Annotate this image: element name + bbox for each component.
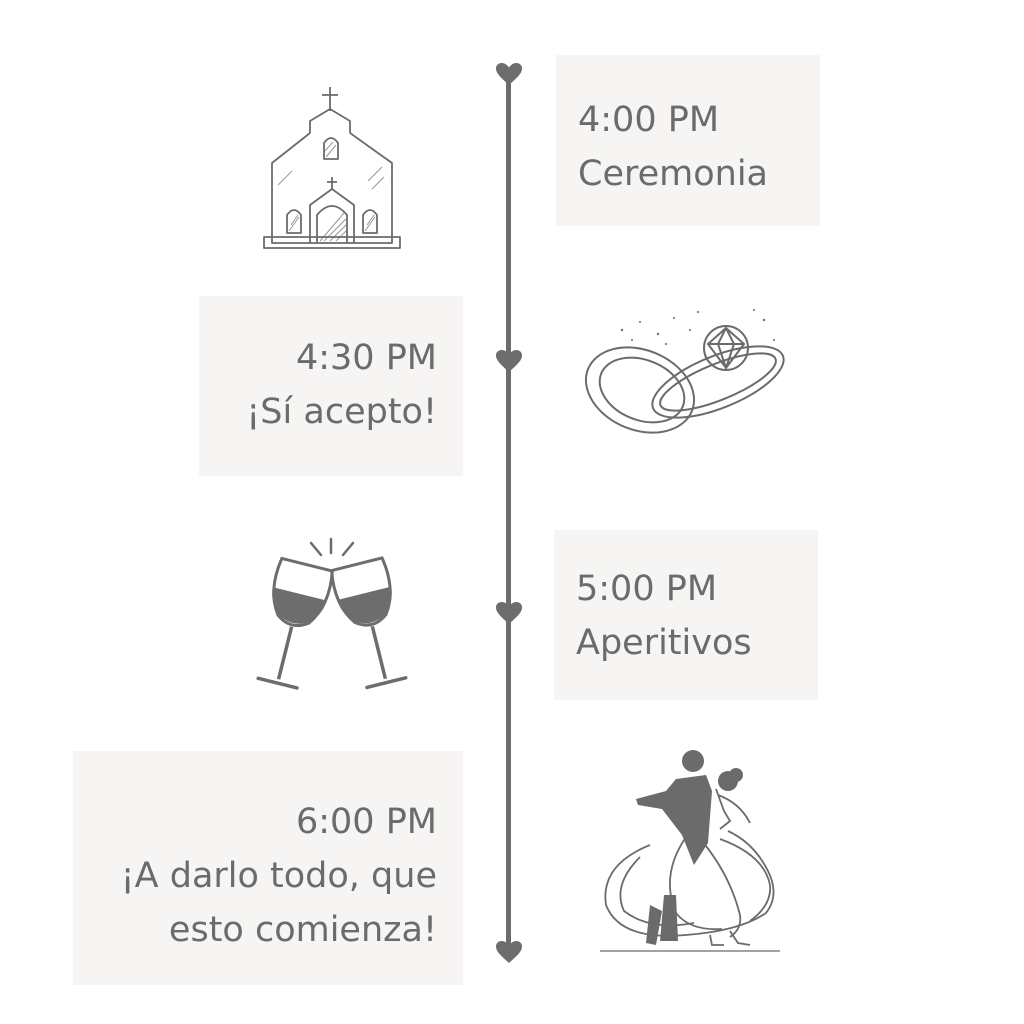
event-time: 6:00 PM <box>295 802 437 842</box>
timeline-line <box>506 70 511 950</box>
heart-marker-icon <box>496 941 522 963</box>
event-card-appetizers: 5:00 PM Aperitivos <box>554 530 818 700</box>
event-card-ceremony: 4:00 PM Ceremonia <box>556 55 820 226</box>
event-card-party: 6:00 PM ¡A darlo todo, que esto comienza… <box>73 751 463 985</box>
event-title: Aperitivos <box>576 623 752 663</box>
event-title-line-1: ¡A darlo todo, que <box>120 856 437 896</box>
event-title: ¡Sí acepto! <box>246 392 437 432</box>
heart-marker-icon <box>496 63 522 85</box>
event-time: 5:00 PM <box>576 569 718 609</box>
heart-marker-icon <box>496 350 522 372</box>
dancing-couple-icon <box>600 750 780 952</box>
event-title: Ceremonia <box>578 154 768 194</box>
church-icon <box>263 87 401 249</box>
event-time: 4:00 PM <box>578 100 720 140</box>
heart-marker-icon <box>496 602 522 624</box>
wedding-rings-icon <box>584 309 785 434</box>
event-card-vows: 4:30 PM ¡Sí acepto! <box>199 296 463 476</box>
wine-glasses-toast-icon <box>256 537 408 690</box>
event-title-line-2: esto comienza! <box>168 910 437 950</box>
event-time: 4:30 PM <box>295 338 437 378</box>
